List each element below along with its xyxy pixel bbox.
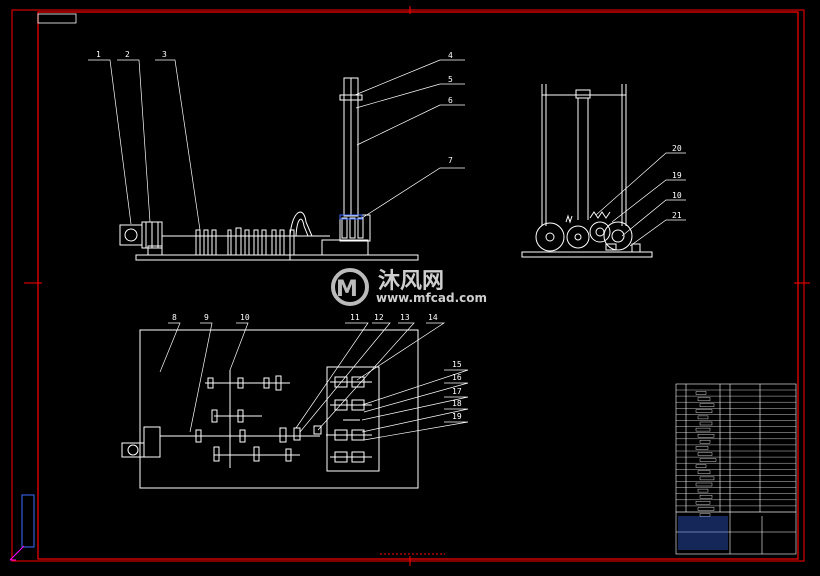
table-cell-text [697,452,713,456]
table-cell-text [697,507,715,511]
part-numbers: 1 2 3 4 5 6 7 8 9 10 11 12 13 14 15 16 1… [96,50,682,421]
table-cell-text [695,427,711,432]
table-cell-text [699,513,711,517]
parts-list-rows [676,389,796,517]
part-label: 11 [350,313,360,322]
table-cell-text [697,470,711,474]
part-label: 19 [452,412,462,421]
part-label: 5 [448,75,453,84]
outer-frame [11,9,805,562]
table-cell-text [699,421,713,426]
part-label: 16 [452,373,462,382]
part-label: 17 [452,387,462,396]
part-label: 19 [672,171,682,180]
part-label: 18 [452,399,462,408]
part-label: 6 [448,96,453,105]
table-cell-text [695,446,709,450]
table-cell-text [697,434,715,438]
title-block-fill [678,516,728,550]
part-label: 15 [452,360,462,369]
table-cell-text [699,403,715,407]
table-cell-text [697,397,711,401]
scale-marker [9,494,35,561]
svg-text:M: M [336,277,358,302]
table-cell-text [695,391,707,395]
part-label: 3 [162,50,167,59]
inner-frame [37,11,799,560]
table-cell-text [699,495,713,499]
part-label: 10 [240,313,250,322]
table-cell-text [697,415,709,420]
table-cell-text [695,464,707,468]
table-cell-text [699,440,711,444]
part-label: 12 [374,313,384,322]
part-label: 21 [672,211,682,220]
watermark: M 沐风网 www.mfcad.com [331,268,487,306]
part-label: 10 [672,191,682,200]
table-cell-text [699,476,715,481]
part-label: 9 [204,313,209,322]
table-cell-text [695,409,713,413]
table-cell-text [699,458,717,462]
motor [119,224,143,246]
part-label: 4 [448,51,453,60]
part-label: 20 [672,144,682,153]
plan-view [121,329,419,489]
part-label: 1 [96,50,101,59]
front-view [119,77,419,261]
table-cell-text [695,482,713,487]
part-label: 14 [428,313,438,322]
watermark-url: www.mfcad.com [376,291,487,305]
table-cell-text [695,501,711,505]
table-cell-text [697,488,709,493]
part-label: 8 [172,313,177,322]
part-label: 13 [400,313,410,322]
watermark-cn: 沐风网 [378,269,444,294]
part-label: 2 [125,50,130,59]
leader-lines [88,59,686,441]
side-view [521,84,653,258]
part-label: 7 [448,156,453,165]
title-box-small [37,13,77,24]
